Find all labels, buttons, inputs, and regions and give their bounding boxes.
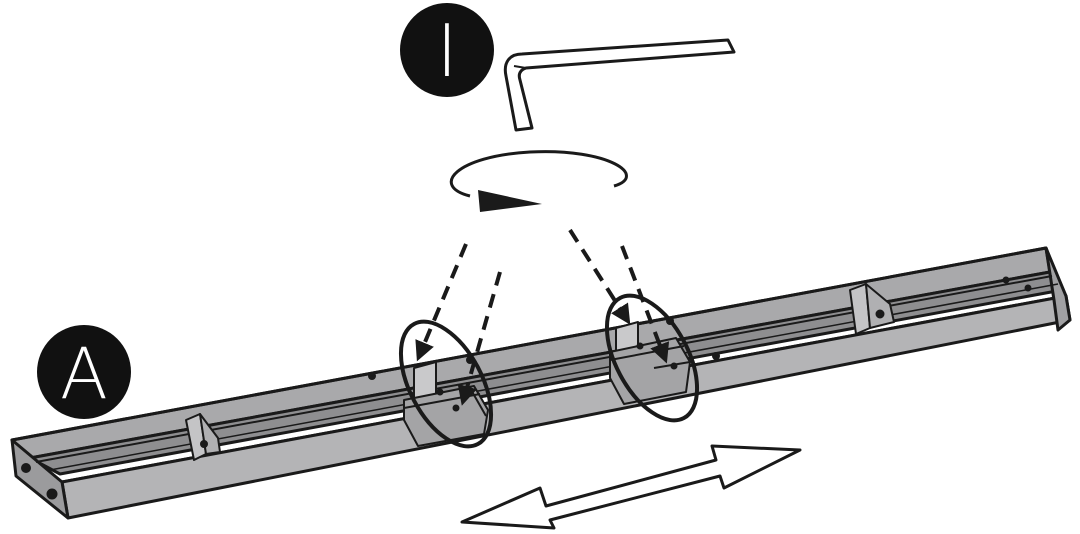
double-headed-arrow-icon [460,444,802,530]
guide-arrow [620,245,670,364]
tool-badge: I [400,3,494,97]
end-hole-2 [46,488,58,500]
bracket-right [849,283,895,335]
bracket-left [185,413,221,461]
top-hole [1002,276,1010,284]
top-hole [712,352,720,360]
end-hole-1 [21,463,31,473]
part-badge-label: A [60,333,108,415]
rotation-arrow-icon [449,150,628,212]
part-badge: A [37,325,131,419]
rail-end-cap-right [1044,246,1072,332]
hex-key-icon [503,38,736,132]
guide-arrows [415,228,670,406]
guide-arrow [568,228,631,325]
frame-rail [10,246,1072,520]
top-hole [1024,284,1032,292]
top-hole [368,372,376,380]
highlight-circle-left [398,319,494,449]
tool-badge-label: I [436,9,457,93]
guide-arrow [415,243,468,362]
highlight-circle-right [604,293,700,423]
